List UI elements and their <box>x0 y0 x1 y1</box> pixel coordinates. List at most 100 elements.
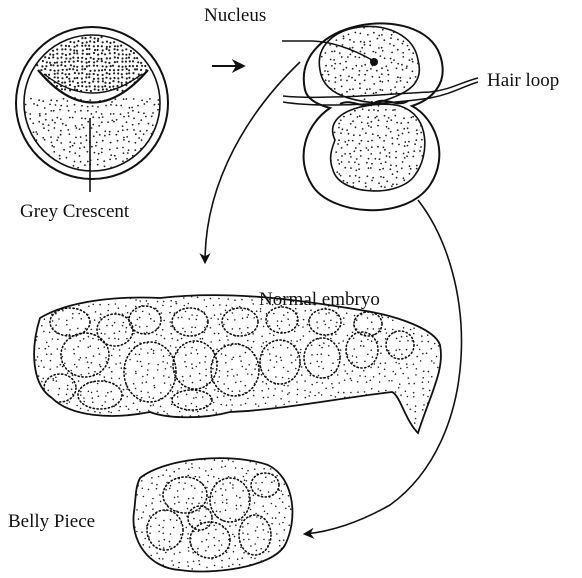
stipple-dot <box>46 354 48 356</box>
stipple-dot <box>142 469 144 471</box>
stipple-dot <box>170 384 172 386</box>
stipple-dot <box>143 133 145 135</box>
stipple-dot <box>84 164 86 166</box>
stipple-dot <box>378 429 380 431</box>
stipple-dot <box>344 370 346 372</box>
stipple-dot <box>346 144 348 146</box>
stipple-dot <box>94 411 96 413</box>
stipple-dot <box>305 424 307 426</box>
stipple-dot <box>253 341 255 343</box>
stipple-dot <box>212 496 214 498</box>
stipple-dot <box>72 80 74 82</box>
stipple-dot <box>101 152 103 154</box>
stipple-dot <box>117 72 119 74</box>
stipple-dot <box>94 152 96 154</box>
stipple-dot <box>274 367 276 369</box>
stipple-dot <box>377 135 379 137</box>
stipple-dot <box>43 296 45 298</box>
stipple-dot <box>302 326 304 328</box>
stipple-dot <box>245 385 247 387</box>
stipple-dot <box>401 296 403 298</box>
stipple-dot <box>85 357 87 359</box>
stipple-dot <box>128 149 130 151</box>
stipple-dot <box>366 416 368 418</box>
stipple-dot <box>69 411 71 413</box>
stipple-dot <box>287 420 289 422</box>
stipple-dot <box>62 418 64 420</box>
stipple-dot <box>395 391 397 393</box>
stipple-dot <box>139 300 141 302</box>
stipple-dot <box>119 331 121 333</box>
stipple-dot <box>82 53 84 55</box>
stipple-dot <box>379 55 381 57</box>
stipple-dot <box>322 161 324 163</box>
stipple-dot <box>350 113 352 115</box>
stipple-dot <box>184 347 186 349</box>
stipple-dot <box>300 537 302 539</box>
stipple-dot <box>86 89 88 91</box>
stipple-dot <box>77 167 79 169</box>
stipple-dot <box>285 566 287 568</box>
stipple-dot <box>228 388 230 390</box>
stipple-dot <box>51 142 53 144</box>
stipple-dot <box>346 129 348 131</box>
stipple-dot <box>48 433 50 435</box>
stipple-dot <box>245 403 247 405</box>
stipple-dot <box>398 134 400 136</box>
stipple-dot <box>352 140 354 142</box>
stipple-dot <box>133 402 135 404</box>
stipple-dot <box>205 516 207 518</box>
stipple-dot <box>232 534 234 536</box>
stipple-dot <box>185 366 187 368</box>
stipple-dot <box>403 86 405 88</box>
stipple-dot <box>158 567 160 569</box>
stipple-dot <box>196 366 198 368</box>
stipple-dot <box>299 498 301 500</box>
stipple-dot <box>403 128 405 130</box>
stipple-dot <box>367 34 369 36</box>
stipple-dot <box>164 429 166 431</box>
stipple-dot <box>175 347 177 349</box>
stipple-dot <box>126 388 128 390</box>
stipple-dot <box>354 315 356 317</box>
stipple-dot <box>359 87 361 89</box>
stipple-dot <box>133 57 135 59</box>
stipple-dot <box>204 361 206 363</box>
stipple-dot <box>192 382 194 384</box>
stipple-dot <box>66 394 68 396</box>
stipple-dot <box>92 294 94 296</box>
stipple-dot <box>118 418 120 420</box>
stipple-dot <box>33 146 35 148</box>
stipple-dot <box>295 459 297 461</box>
stipple-dot <box>283 554 285 556</box>
stipple-dot <box>112 85 114 87</box>
stipple-dot <box>95 311 97 313</box>
stipple-dot <box>353 41 355 43</box>
stipple-dot <box>180 534 182 536</box>
stipple-dot <box>59 422 61 424</box>
stipple-dot <box>396 122 398 124</box>
stipple-dot <box>60 64 62 66</box>
stipple-dot <box>318 392 320 394</box>
stipple-dot <box>259 416 261 418</box>
stipple-dot <box>374 402 376 404</box>
stipple-dot <box>109 69 111 71</box>
stipple-dot <box>214 333 216 335</box>
stipple-dot <box>104 135 106 137</box>
stipple-dot <box>106 88 108 90</box>
stipple-dot <box>393 45 395 47</box>
stipple-dot <box>371 180 373 182</box>
stipple-dot <box>179 452 181 454</box>
stipple-dot <box>72 57 74 59</box>
stipple-dot <box>227 375 229 377</box>
stipple-dot <box>69 53 71 55</box>
stipple-dot <box>135 373 137 375</box>
stipple-dot <box>318 366 320 368</box>
stipple-dot <box>208 497 210 499</box>
stipple-dot <box>177 390 179 392</box>
stipple-dot <box>233 291 235 293</box>
stipple-dot <box>200 379 202 381</box>
stipple-dot <box>410 117 412 119</box>
stipple-dot <box>244 479 246 481</box>
stipple-dot <box>378 328 380 330</box>
